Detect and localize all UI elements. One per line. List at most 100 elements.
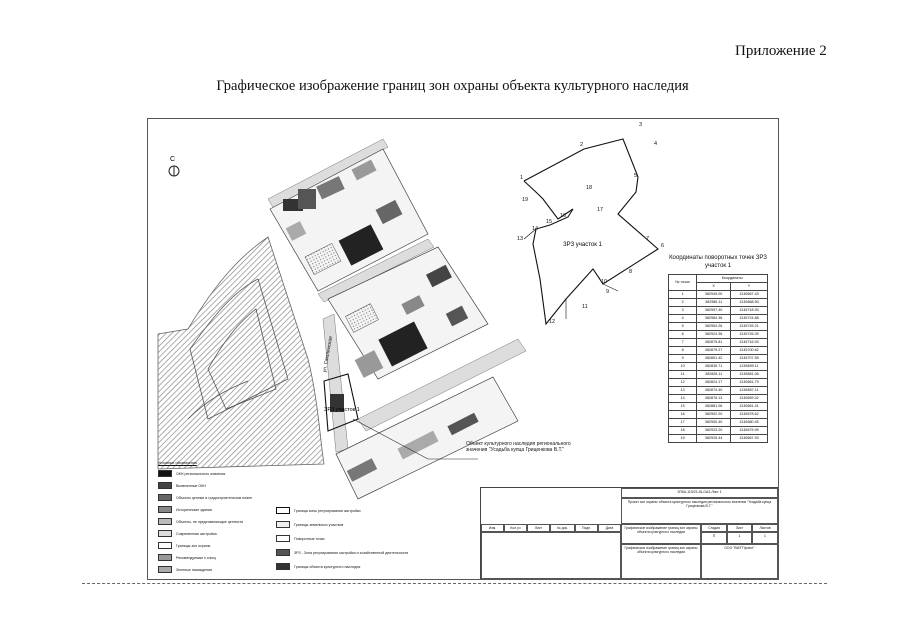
stamp-sheet-title: Графическое изображение границ зон охран… [621, 524, 701, 544]
point-label: 14 [532, 226, 539, 232]
coordinates-table: Координаты поворотных точек ЗРЗ участок … [667, 254, 769, 443]
y-coordinate-cell: 1245699.11 [729, 362, 769, 371]
zone-1-boundary [523, 138, 659, 326]
point-label: 2 [580, 142, 584, 148]
y-coordinate-cell: 1245700.62 [729, 346, 769, 355]
point-label: 13 [517, 236, 524, 242]
stamp-role: Кол.уч [504, 524, 527, 532]
y-coordinate-cell: 1245707.55 [729, 354, 769, 363]
x-coordinate-cell: 382876.13 [696, 394, 731, 403]
x-coordinate-cell: 382881.06 [696, 402, 731, 411]
point-number-cell: 15 [667, 402, 698, 411]
y-coordinate-cell: 1245657.11 [729, 386, 769, 395]
y-coordinate-cell: 1245726.39 [729, 330, 769, 339]
legend-item: Зеленые насаждения [158, 566, 278, 573]
stamp-stage-label: Стадия [701, 524, 727, 532]
x-coordinate-cell: 382954.26 [696, 322, 731, 331]
col-num-header: № точки [667, 274, 698, 291]
point-number-cell: 5 [667, 322, 698, 331]
x-coordinate-cell: 382925.44 [696, 434, 731, 443]
legend-item: Объекты ценные в градостроительном плане [158, 494, 278, 501]
legend-item: Современная застройка [158, 530, 278, 537]
legend-item: Объекты, не представляющие ценности [158, 518, 278, 525]
point-number-cell: 6 [667, 330, 698, 339]
point-number-cell: 1 [667, 290, 698, 299]
point-number-cell: 13 [667, 386, 698, 395]
zone-label: ЗРЗ участок 1 [563, 242, 603, 248]
y-coordinate-cell: 1245661.41 [729, 402, 769, 411]
point-label: 15 [546, 219, 553, 225]
point-number-cell: 2 [667, 298, 698, 307]
col-y-header: Y [729, 282, 769, 291]
stamp-sheets-value: 1 [752, 532, 778, 544]
x-coordinate-cell: 382984.38 [696, 314, 731, 323]
point-number-cell: 18 [667, 426, 698, 435]
point-number-cell: 10 [667, 362, 698, 371]
point-label: 11 [582, 304, 588, 310]
stamp-role: Подп. [575, 524, 598, 532]
point-label: 18 [586, 185, 593, 191]
stamp-sheet-title-2: Графическое изображение границ зон охран… [621, 544, 701, 579]
point-label: 1 [520, 175, 524, 181]
x-coordinate-cell: 382875.81 [696, 338, 731, 347]
x-coordinate-cell: 382874.40 [696, 386, 731, 395]
y-coordinate-cell: 1245667.43 [729, 290, 769, 299]
point-number-cell: 4 [667, 314, 698, 323]
stamp-grid-upper [481, 488, 621, 524]
point-number-cell: 12 [667, 378, 698, 387]
point-number-cell: 16 [667, 410, 698, 419]
point-number-cell: 19 [667, 434, 698, 443]
y-coordinate-cell: 1245667.93 [729, 434, 769, 443]
y-coordinate-cell: 1245718.93 [729, 306, 769, 315]
point-number-cell: 9 [667, 354, 698, 363]
legend-item: Границы земельных участков [276, 521, 466, 528]
legend-item: ЗРЗ - Зона регулирования застройки и хоз… [276, 549, 466, 556]
park-area [157, 236, 325, 470]
y-coordinate-cell: 1245745.21 [729, 322, 769, 331]
legend-item: Границы объекта культурного наследия [276, 563, 466, 570]
point-number-cell: 14 [667, 394, 698, 403]
stamp-code: ЗПКА-119/23-26-ОАЗ-Лист 1 [621, 488, 778, 498]
stamp-role: № док. [550, 524, 575, 532]
x-coordinate-cell: 382902.20 [696, 410, 731, 419]
stamp-role: Дата [598, 524, 621, 532]
legend-item: Границы зон охраны [158, 542, 278, 549]
x-coordinate-cell: 382924.38 [696, 330, 731, 339]
stamp-role: Изм. [481, 524, 504, 532]
x-coordinate-cell: 382949.00 [696, 290, 731, 299]
map-sheet: С ЗРЗ участок 1 ул. Смоленская [147, 118, 779, 580]
stamp-grid-lower [481, 532, 621, 579]
point-number-cell: 8 [667, 346, 698, 355]
page-title: Графическое изображение границ зон охран… [216, 78, 689, 94]
legend-item: ОКН регионального значения [158, 470, 278, 477]
legend-secondary: Граница зоны регулирования застройки Гра… [276, 507, 466, 577]
x-coordinate-cell: 382824.17 [696, 378, 731, 387]
y-coordinate-cell: 1245675.99 [729, 426, 769, 435]
y-coordinate-cell: 1245668.50 [729, 298, 769, 307]
x-coordinate-cell: 382830.71 [696, 362, 731, 371]
north-arrow-icon [168, 165, 180, 177]
point-label: 8 [629, 269, 633, 275]
object-note: Объект культурного наследия региональног… [466, 441, 571, 453]
point-label: 9 [606, 289, 610, 295]
point-number-cell: 17 [667, 418, 698, 427]
point-number-cell: 7 [667, 338, 698, 347]
point-label: 7 [646, 236, 650, 242]
y-coordinate-cell: 1245681.06 [729, 370, 769, 379]
col-coords-header: Координаты [696, 274, 768, 283]
stamp-sheets-label: Листов [752, 524, 778, 532]
legend-title: Условные обозначения [158, 461, 197, 465]
